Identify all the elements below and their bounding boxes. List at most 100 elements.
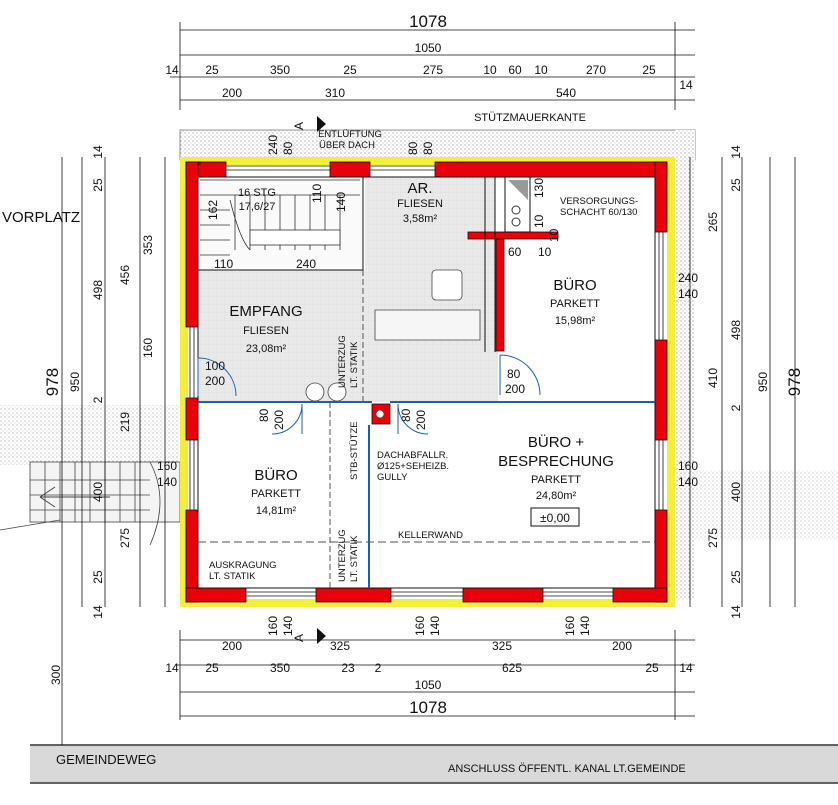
room-besprechung-name2: BESPRECHUNG [498, 453, 614, 470]
dim-open-bot-1: 140 [281, 616, 295, 636]
dim-left-r-1: 25 [91, 178, 105, 192]
dim-shaft-1: 10 [532, 214, 546, 228]
terrain-left [0, 405, 180, 465]
dim-top-r3-1: 25 [205, 63, 219, 77]
dim-top-r3-4: 275 [423, 63, 443, 77]
dim-left-r-3: 2 [91, 396, 105, 403]
dim-win-right-1: 140 [678, 287, 698, 301]
dim-left-r-4: 400 [91, 482, 105, 502]
dim-right-r-1: 25 [729, 178, 743, 192]
label-dachabfall-1: DACHABFALLR. [377, 450, 448, 461]
dim-right-r-0: 14 [729, 145, 743, 159]
room-ar-area: 3,58m² [403, 213, 438, 225]
dim-left-inner: 950 [68, 372, 82, 392]
dim-bottom-r2-7: 14 [679, 661, 693, 675]
dim-left-r-2: 498 [91, 280, 105, 300]
dim-bottom-r1-1: 325 [330, 639, 350, 653]
outside-stair [0, 461, 181, 546]
doors [197, 354, 541, 435]
room-empfang-floor: FLIESEN [243, 325, 289, 337]
dim-top-r3-2: 350 [270, 63, 290, 77]
label-anschluss: ANSCHLUSS ÖFFENTL. KANAL LT.GEMEINDE [448, 763, 686, 775]
dim-right-total: 978 [785, 368, 804, 396]
dim-top-inner: 1050 [415, 41, 442, 55]
room-besprechung-area: 24,80m² [536, 490, 577, 502]
dim-left-r-5: 25 [91, 570, 105, 584]
dim-top-r3-6: 60 [508, 63, 522, 77]
room-empfang-name: EMPFANG [229, 303, 302, 320]
dim-shaft-2: 10 [547, 228, 561, 242]
dim-bottom-inner: 1050 [415, 678, 442, 692]
terrain-right [675, 130, 695, 600]
ar-tiles [365, 177, 495, 272]
label-vorplatz: VORPLATZ [2, 209, 80, 226]
dim-right-inner: 950 [756, 372, 770, 392]
dim-open-top-1: 80 [281, 141, 295, 155]
label-auskragung-1: AUSKRAGUNG [209, 560, 277, 571]
dim-bottom-r2-6: 25 [645, 661, 659, 675]
dim-open-bot-0: 160 [266, 616, 280, 636]
label-dachabfall-2: Ø125+SEHEIZB. [377, 461, 449, 472]
dim-bottom-r1-0: 200 [222, 639, 242, 653]
dim-open-bot-5: 140 [578, 616, 592, 636]
dim-open-top-0: 240 [266, 135, 280, 155]
dim-shaft-3: 60 [508, 245, 522, 259]
label-entlueftung-2: ÜBER DACH [319, 140, 375, 151]
room-empfang-area: 23,08m² [246, 343, 287, 355]
dim-top-r4-1: 310 [325, 86, 345, 100]
dim-top-r4-2: 540 [556, 86, 576, 100]
dim-stair-1: 110 [310, 184, 324, 203]
dim-right-r2-2: 275 [706, 528, 720, 548]
dim-left-r-0: 14 [91, 145, 105, 159]
dim-door-5: 200 [414, 410, 428, 430]
dim-top-r3-3: 25 [343, 63, 357, 77]
dim-door-4: 80 [399, 408, 413, 422]
label-unterzug-top-1: UNTERZUG [337, 335, 348, 388]
room-buero-sw-area: 14,81m² [256, 505, 297, 517]
room-ar-floor: FLIESEN [397, 198, 443, 210]
section-mark-bottom: A [292, 628, 326, 644]
room-besprechung-name1: BÜRO + [528, 433, 585, 451]
dim-open-top-2: 80 [406, 141, 420, 155]
dim-win-right-3: 140 [678, 475, 698, 489]
dim-stair-4: 140 [334, 192, 348, 212]
dim-win-left-0: 160 [157, 459, 177, 473]
dim-door-1: 200 [205, 374, 225, 388]
dim-open-bot-4: 160 [563, 616, 577, 636]
room-buero-ne-name: BÜRO [553, 276, 596, 294]
dim-top-r3-7: 10 [534, 63, 548, 77]
label-stb-stuetze: STB-STÜTZE [349, 421, 360, 480]
dim-right-r2-0: 265 [706, 212, 720, 232]
dim-top-r3-5: 10 [483, 63, 497, 77]
dim-right-r-5: 25 [729, 570, 743, 584]
dim-bottom-r1-2: 325 [492, 639, 512, 653]
dim-left-r2-1: 160 [141, 338, 155, 358]
label-auskragung-2: LT. STATIK [209, 571, 256, 582]
dim-left-r-6: 14 [91, 605, 105, 619]
dim-left-r2-3: 275 [118, 528, 132, 548]
dim-shaft-0: 130 [532, 178, 546, 198]
label-versorgung-2: SCHACHT 60/130 [560, 207, 637, 218]
dim-door-0: 100 [205, 359, 225, 373]
dim-left-r2-2: 219 [118, 412, 132, 432]
dim-stair-2: 110 [214, 257, 233, 271]
label-gemeindeweg: GEMEINDEWEG [56, 752, 156, 767]
dim-bottom-r1-3: 200 [612, 639, 632, 653]
dim-door-3: 200 [272, 410, 286, 430]
room-buero-ne-area: 15,98m² [555, 315, 596, 327]
dim-open-bot-3: 140 [428, 616, 442, 636]
room-besprechung-floor: PARKETT [531, 474, 581, 486]
windows [189, 165, 664, 597]
dim-stair-0: 162 [206, 200, 220, 220]
terrain-top [179, 129, 696, 161]
label-dachabfall-3: GULLY [377, 472, 408, 483]
dim-top-r3-10: 14 [679, 78, 693, 92]
label-kellerwand: KELLERWAND [398, 530, 463, 541]
label-entlueftung-1: ENTLÜFTUNG [318, 129, 382, 140]
dim-left-total: 978 [43, 368, 62, 396]
room-buero-sw-name: BÜRO [254, 466, 297, 484]
dim-left-outer-0: 456 [118, 265, 132, 285]
dim-bottom-r2-2: 350 [270, 661, 290, 675]
dim-right-r-6: 14 [729, 605, 743, 619]
label-unterzug-top-2: LT. STATIK [349, 341, 360, 388]
